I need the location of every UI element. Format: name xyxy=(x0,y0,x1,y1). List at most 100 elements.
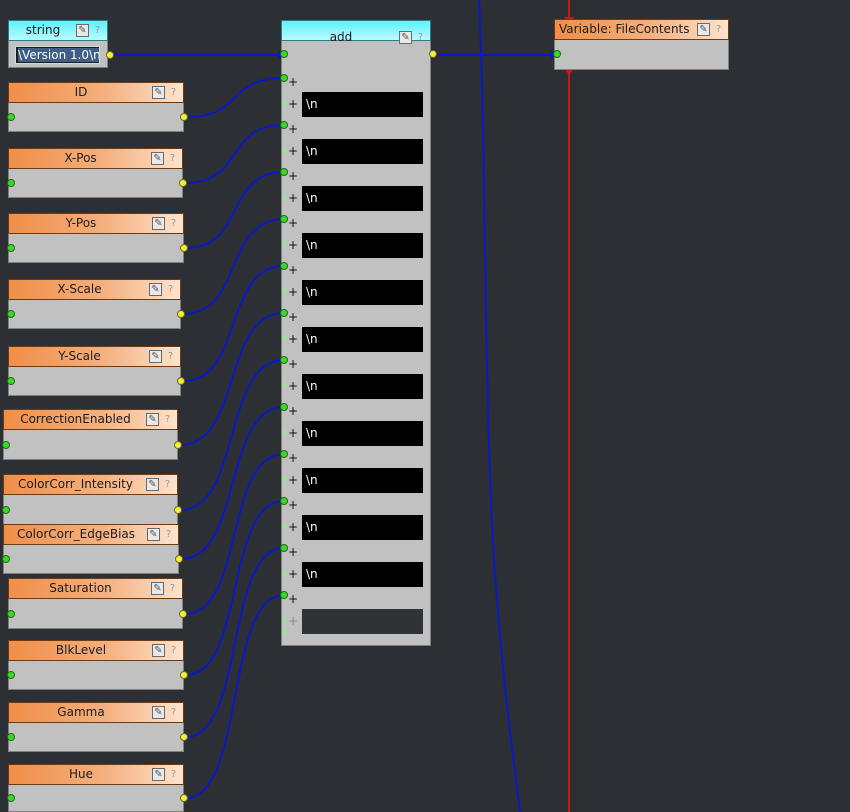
add-input-port[interactable] xyxy=(280,74,288,82)
edit-icon[interactable]: ✎ xyxy=(697,23,710,36)
help-icon[interactable]: ? xyxy=(169,153,176,164)
input-node-colorcorr-edgebias[interactable]: ColorCorr_EdgeBias ✎ ? xyxy=(2,524,183,574)
plus-icon[interactable]: + xyxy=(288,451,299,465)
edit-icon[interactable]: ✎ xyxy=(151,582,164,595)
output-port[interactable] xyxy=(180,733,188,741)
edit-icon[interactable]: ✎ xyxy=(152,644,165,657)
plus-icon[interactable]: + xyxy=(288,614,299,628)
output-port[interactable] xyxy=(175,555,183,563)
input-node-y-pos[interactable]: Y-Pos ✎ ? xyxy=(7,213,188,263)
input-node-header[interactable]: ColorCorr_Intensity ✎ ? xyxy=(3,474,178,495)
input-port[interactable] xyxy=(7,113,15,121)
output-port[interactable] xyxy=(179,610,187,618)
input-port[interactable] xyxy=(2,506,10,514)
output-port[interactable] xyxy=(174,441,182,449)
add-input-port[interactable] xyxy=(280,591,288,599)
string-node[interactable]: string ✎ ? \Version 1.0\n xyxy=(8,20,114,68)
add-output-port[interactable] xyxy=(429,50,437,58)
plus-icon[interactable]: + xyxy=(288,97,299,111)
plus-icon[interactable]: + xyxy=(288,426,299,440)
plus-icon[interactable]: + xyxy=(288,498,299,512)
plus-icon[interactable]: + xyxy=(288,404,299,418)
help-icon[interactable]: ? xyxy=(164,479,171,490)
input-node-header[interactable]: BlkLevel ✎ ? xyxy=(8,640,184,661)
edit-icon[interactable]: ✎ xyxy=(149,283,162,296)
input-node-x-scale[interactable]: X-Scale ✎ ? xyxy=(7,279,185,329)
plus-icon[interactable]: + xyxy=(288,263,299,277)
input-node-header[interactable]: Hue ✎ ? xyxy=(8,764,184,785)
plus-icon[interactable]: + xyxy=(288,357,299,371)
add-text-field[interactable]: \n xyxy=(302,374,423,399)
add-text-field[interactable]: \n xyxy=(302,92,423,117)
input-node-y-scale[interactable]: Y-Scale ✎ ? xyxy=(7,346,185,396)
plus-icon[interactable]: + xyxy=(288,567,299,581)
plus-icon[interactable]: + xyxy=(288,473,299,487)
output-port[interactable] xyxy=(180,113,188,121)
input-port[interactable] xyxy=(7,610,15,618)
input-node-hue[interactable]: Hue ✎ ? xyxy=(7,764,188,812)
add-input-port[interactable] xyxy=(280,262,288,270)
input-node-header[interactable]: X-Scale ✎ ? xyxy=(8,279,181,300)
help-icon[interactable]: ? xyxy=(170,645,177,656)
edit-icon[interactable]: ✎ xyxy=(149,350,162,363)
input-node-header[interactable]: ColorCorr_EdgeBias ✎ ? xyxy=(3,524,179,545)
help-icon[interactable]: ? xyxy=(170,707,177,718)
variable-node[interactable]: Variable: FileContents ✎ ? xyxy=(553,19,729,70)
help-icon[interactable]: ? xyxy=(170,769,177,780)
edit-icon[interactable]: ✎ xyxy=(151,152,164,165)
input-node-header[interactable]: Y-Pos ✎ ? xyxy=(8,213,184,234)
add-node[interactable]: add ✎ ? ++\n++\n++\n++\n++\n++\n++\n++\n… xyxy=(280,20,437,646)
add-text-field[interactable]: \n xyxy=(302,139,423,164)
add-input-port[interactable] xyxy=(280,497,288,505)
plus-icon[interactable]: + xyxy=(288,122,299,136)
output-port[interactable] xyxy=(177,310,185,318)
add-text-field[interactable]: \n xyxy=(302,562,423,587)
add-input-port[interactable] xyxy=(280,121,288,129)
input-node-x-pos[interactable]: X-Pos ✎ ? xyxy=(7,148,187,198)
input-node-gamma[interactable]: Gamma ✎ ? xyxy=(7,702,188,752)
variable-input-port[interactable] xyxy=(553,50,561,58)
plus-icon[interactable]: + xyxy=(288,545,299,559)
add-input-port[interactable] xyxy=(280,215,288,223)
edit-icon[interactable]: ✎ xyxy=(152,706,165,719)
input-node-header[interactable]: Y-Scale ✎ ? xyxy=(8,346,181,367)
edit-icon[interactable]: ✎ xyxy=(152,768,165,781)
plus-icon[interactable]: + xyxy=(288,332,299,346)
plus-icon[interactable]: + xyxy=(288,144,299,158)
plus-icon[interactable]: + xyxy=(288,310,299,324)
add-text-field[interactable]: \n xyxy=(302,280,423,305)
input-port[interactable] xyxy=(7,244,15,252)
add-input-port[interactable] xyxy=(280,403,288,411)
help-icon[interactable]: ? xyxy=(169,583,176,594)
help-icon[interactable]: ? xyxy=(417,32,424,43)
edit-icon[interactable]: ✎ xyxy=(152,217,165,230)
add-text-field[interactable]: \n xyxy=(302,421,423,446)
string-node-header[interactable]: string ✎ ? xyxy=(8,20,108,41)
plus-icon[interactable]: + xyxy=(288,191,299,205)
help-icon[interactable]: ? xyxy=(94,25,101,36)
add-text-field[interactable] xyxy=(302,609,423,634)
plus-icon[interactable]: + xyxy=(288,520,299,534)
string-output-port[interactable] xyxy=(106,51,114,59)
plus-icon[interactable]: + xyxy=(288,216,299,230)
help-icon[interactable]: ? xyxy=(167,351,174,362)
input-node-correctionenabled[interactable]: CorrectionEnabled ✎ ? xyxy=(2,409,182,460)
help-icon[interactable]: ? xyxy=(715,24,722,35)
edit-icon[interactable]: ✎ xyxy=(152,86,165,99)
input-port[interactable] xyxy=(7,179,15,187)
output-port[interactable] xyxy=(180,671,188,679)
edit-icon[interactable]: ✎ xyxy=(76,24,89,37)
add-input-port[interactable] xyxy=(280,356,288,364)
input-port[interactable] xyxy=(7,310,15,318)
help-icon[interactable]: ? xyxy=(167,284,174,295)
output-port[interactable] xyxy=(174,506,182,514)
add-text-field[interactable]: \n xyxy=(302,515,423,540)
input-node-colorcorr-intensity[interactable]: ColorCorr_Intensity ✎ ? xyxy=(2,474,182,525)
input-port[interactable] xyxy=(2,555,10,563)
help-icon[interactable]: ? xyxy=(170,218,177,229)
add-text-field[interactable]: \n xyxy=(302,327,423,352)
plus-icon[interactable]: + xyxy=(288,592,299,606)
add-text-field[interactable]: \n xyxy=(302,468,423,493)
add-node-header[interactable]: add ✎ ? xyxy=(281,20,431,44)
input-node-header[interactable]: X-Pos ✎ ? xyxy=(8,148,183,169)
